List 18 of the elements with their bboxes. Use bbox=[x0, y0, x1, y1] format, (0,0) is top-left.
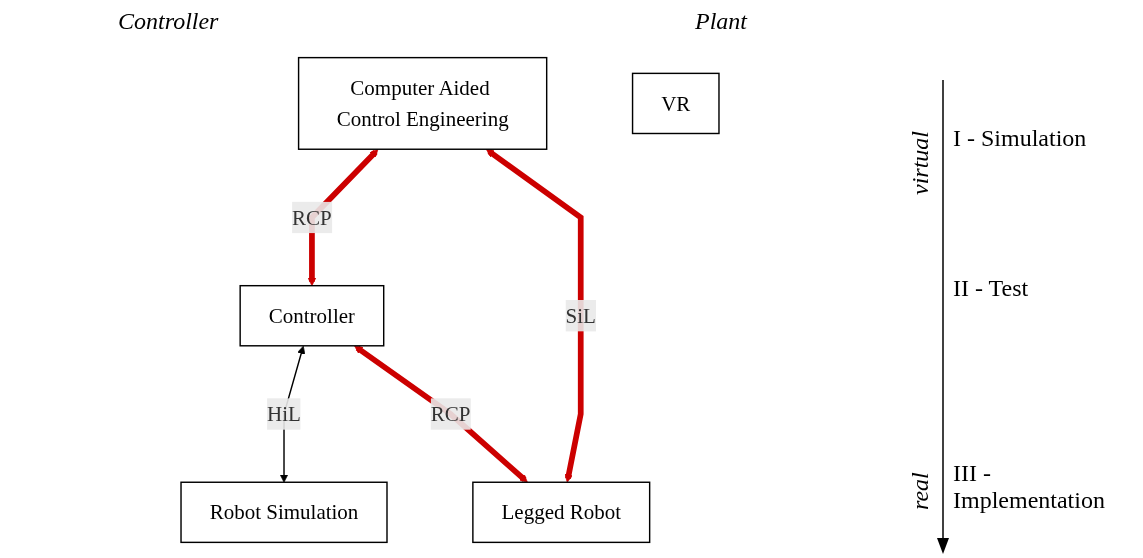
edge-label: HiL bbox=[267, 402, 301, 426]
node-box: Legged Robot bbox=[472, 481, 651, 544]
stage-label: II - Test bbox=[953, 275, 1030, 302]
column-heading: Controller bbox=[118, 8, 219, 35]
edge-label: RCP bbox=[430, 402, 471, 426]
edge-label: SiL bbox=[565, 303, 596, 328]
side-label: real bbox=[907, 472, 934, 510]
arrow bbox=[486, 149, 584, 483]
node-box: Computer Aided Control Engineering bbox=[297, 56, 548, 150]
node-box: Controller bbox=[239, 284, 385, 347]
arrow bbox=[354, 345, 528, 483]
side-label: virtual bbox=[907, 131, 934, 195]
edge-label: RCP bbox=[292, 205, 332, 230]
column-heading: Plant bbox=[695, 8, 747, 35]
node-box: Robot Simulation bbox=[180, 481, 388, 544]
stage-label: III - Implementation bbox=[953, 460, 1106, 514]
node-box: VR bbox=[631, 72, 720, 135]
stage-label: I - Simulation bbox=[953, 125, 1088, 152]
